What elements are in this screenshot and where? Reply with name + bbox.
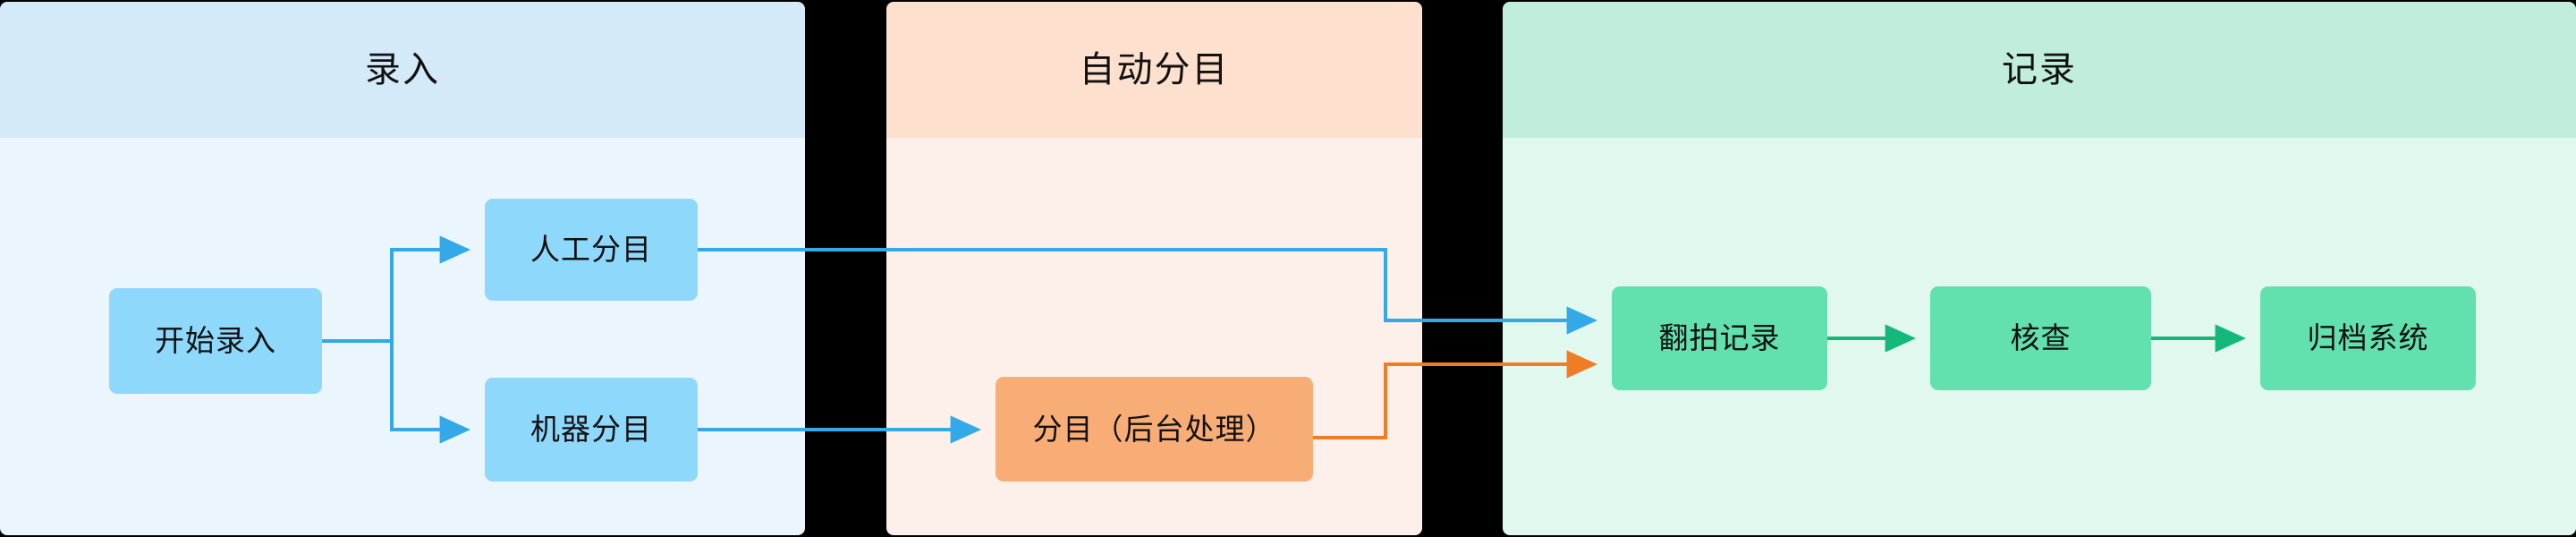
swimlane-auto-classify: 自动分目: [886, 2, 1422, 535]
node-archive-system[interactable]: 归档系统: [2260, 286, 2476, 390]
swimlane-record-header: 记录: [1503, 2, 2576, 138]
node-verification-label: 核查: [2010, 321, 2072, 355]
node-rephotograph-record[interactable]: 翻拍记录: [1612, 286, 1827, 390]
swimlane-auto-classify-header: 自动分目: [886, 2, 1422, 138]
swimlane-entry-header: 录入: [0, 2, 805, 138]
node-verification[interactable]: 核查: [1930, 286, 2151, 390]
node-machine-classify-label: 机器分目: [530, 413, 652, 447]
swimlane-record-title: 记录: [2002, 50, 2077, 90]
swimlane-entry-title: 录入: [365, 50, 440, 90]
node-backend-classify[interactable]: 分目（后台处理）: [996, 377, 1313, 482]
node-archive-system-label: 归档系统: [2307, 321, 2429, 355]
swimlane-auto-classify-title: 自动分目: [1079, 50, 1230, 90]
node-machine-classify[interactable]: 机器分目: [485, 378, 698, 482]
node-start-entry-label: 开始录入: [155, 324, 276, 358]
node-rephotograph-record-label: 翻拍记录: [1658, 321, 1781, 355]
node-start-entry[interactable]: 开始录入: [109, 288, 322, 394]
swimlane-record: 记录: [1503, 2, 2576, 535]
node-backend-classify-label: 分目（后台处理）: [1032, 412, 1276, 446]
node-manual-classify-label: 人工分目: [530, 233, 652, 267]
node-manual-classify[interactable]: 人工分目: [485, 199, 698, 301]
